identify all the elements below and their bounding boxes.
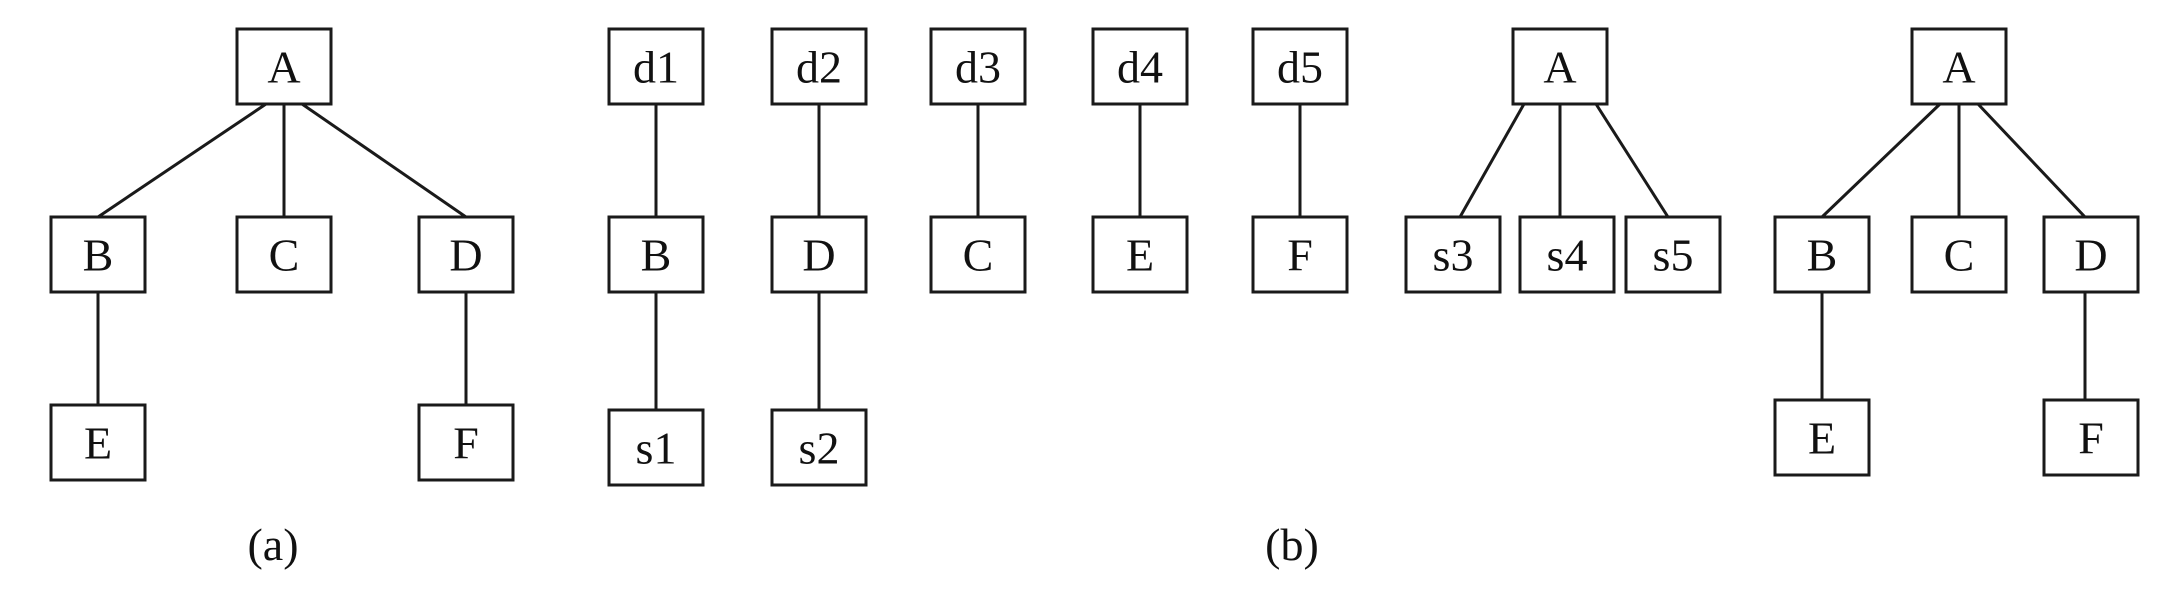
node-label: s5 <box>1653 230 1694 281</box>
tree-a-node-b: B <box>49 215 147 294</box>
node-label: d4 <box>1117 42 1163 93</box>
node-d: D <box>770 215 868 294</box>
edge-a-d <box>301 102 467 219</box>
node-e: E <box>1091 215 1189 294</box>
node-s2: s2 <box>770 408 868 487</box>
node-label: F <box>453 418 479 469</box>
node-c: C <box>1910 215 2008 294</box>
node-c: C <box>929 215 1027 294</box>
node-s5: s5 <box>1624 215 1722 294</box>
node-a: A <box>1910 27 2008 106</box>
tree-a-node-c: C <box>235 215 333 294</box>
node-label: s3 <box>1433 230 1474 281</box>
node-s3: s3 <box>1404 215 1502 294</box>
tree-a-node-e: E <box>49 403 147 482</box>
caption-b: (b) <box>1265 519 1319 570</box>
node-label: E <box>1808 413 1836 464</box>
node-label: C <box>963 230 994 281</box>
node-e: E <box>1773 398 1871 477</box>
column-d1: d1 B s1 <box>607 27 705 487</box>
node-d1: d1 <box>607 27 705 106</box>
edge-a-d <box>1976 102 2087 219</box>
node-label: E <box>84 418 112 469</box>
edge-a-s3 <box>1458 103 1526 218</box>
node-d3: d3 <box>929 27 1027 106</box>
node-label: B <box>641 230 672 281</box>
node-label: A <box>267 42 300 93</box>
node-label: D <box>802 230 835 281</box>
node-label: s2 <box>799 423 840 474</box>
node-d5: d5 <box>1251 27 1349 106</box>
node-label: F <box>2078 413 2104 464</box>
node-label: D <box>449 230 482 281</box>
node-label: D <box>2074 230 2107 281</box>
node-label: s1 <box>636 423 677 474</box>
node-label: B <box>1807 230 1838 281</box>
node-label: d3 <box>955 42 1001 93</box>
node-d2: d2 <box>770 27 868 106</box>
node-b: B <box>1773 215 1871 294</box>
node-label: d1 <box>633 42 679 93</box>
node-label: F <box>1287 230 1313 281</box>
node-label: A <box>1543 42 1576 93</box>
edge-a-b <box>1820 102 1942 219</box>
node-label: E <box>1126 230 1154 281</box>
node-d: D <box>2042 215 2140 294</box>
column-d3: d3 C <box>929 27 1027 294</box>
column-d4: d4 E <box>1091 27 1189 294</box>
column-d2: d2 D s2 <box>770 27 868 487</box>
node-b: B <box>607 215 705 294</box>
edge-a-b <box>97 102 267 219</box>
node-label: d5 <box>1277 42 1323 93</box>
node-label: d2 <box>796 42 842 93</box>
tree-a: A B C D E F (a) <box>49 27 515 570</box>
edge-a-s5 <box>1594 103 1670 218</box>
node-s4: s4 <box>1518 215 1616 294</box>
node-label: C <box>1944 230 1975 281</box>
node-f: F <box>1251 215 1349 294</box>
node-label: A <box>1942 42 1975 93</box>
tree-s: A s3 s4 s5 <box>1404 27 1722 294</box>
tree-a-node-f: F <box>417 403 515 482</box>
tree-a-node-d: D <box>417 215 515 294</box>
node-f: F <box>2042 398 2140 477</box>
node-a: A <box>1511 27 1609 106</box>
node-label: C <box>269 230 300 281</box>
node-d4: d4 <box>1091 27 1189 106</box>
node-s1: s1 <box>607 408 705 487</box>
node-label: B <box>83 230 114 281</box>
caption-a: (a) <box>247 519 298 570</box>
tree-a-node-a: A <box>235 27 333 106</box>
column-d5: d5 F <box>1251 27 1349 294</box>
panel-b: d1 B s1 d2 D s2 <box>607 27 2140 570</box>
tree-copy: A B C D E F <box>1773 27 2140 477</box>
node-label: s4 <box>1547 230 1588 281</box>
